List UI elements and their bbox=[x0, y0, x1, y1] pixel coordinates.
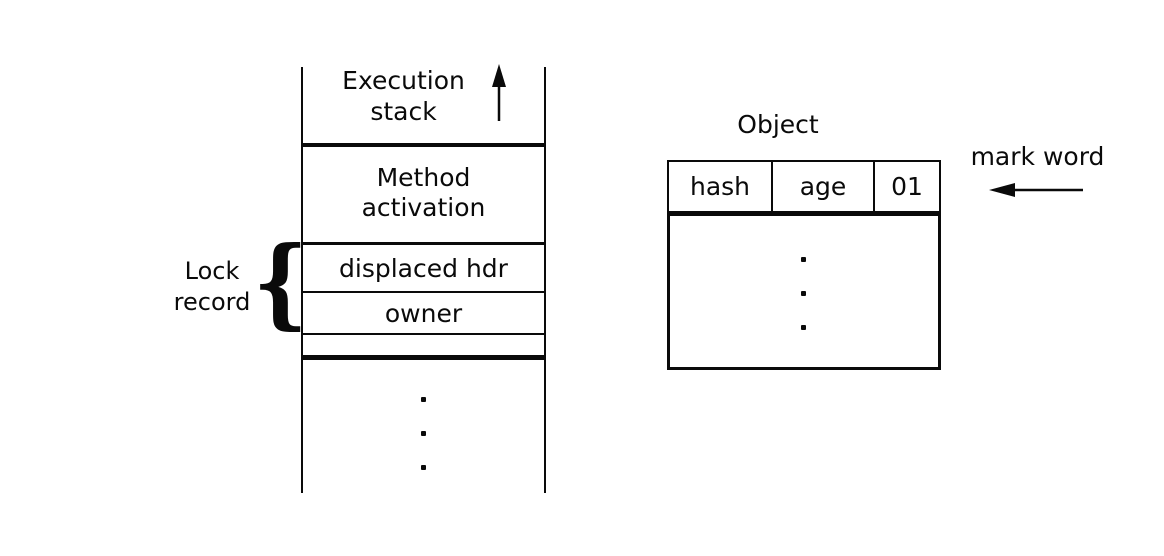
lock-record-brace: { bbox=[253, 225, 308, 339]
header-cell-tag-bits: 01 bbox=[891, 172, 923, 201]
execution-stack-label: Execution stack bbox=[303, 65, 544, 127]
method-activation-line2: activation bbox=[361, 193, 486, 222]
object-header-row: hash age 01 bbox=[667, 160, 941, 213]
stack-ellipsis-dot bbox=[420, 397, 426, 402]
stack-ellipsis-dot bbox=[420, 431, 426, 436]
object-ellipsis-dot bbox=[801, 325, 806, 330]
object-ellipsis-dot bbox=[801, 257, 806, 262]
object-body bbox=[667, 213, 941, 370]
displaced-hdr-row: displaced hdr bbox=[303, 246, 544, 291]
stack-frame-bottom-divider bbox=[303, 355, 544, 360]
row-divider bbox=[303, 291, 544, 293]
owner-label: owner bbox=[384, 298, 463, 328]
lock-record-label-line2: record bbox=[173, 288, 251, 316]
row-divider bbox=[303, 333, 544, 335]
displaced-hdr-label: displaced hdr bbox=[339, 253, 508, 283]
object-ellipsis-dot bbox=[801, 291, 806, 296]
row-divider bbox=[303, 242, 544, 245]
execution-stack: Execution stack Method activation displa… bbox=[301, 64, 546, 493]
method-activation-row: Method activation bbox=[303, 161, 544, 225]
owner-row: owner bbox=[303, 294, 544, 333]
object-title: Object bbox=[737, 110, 819, 139]
header-cell-age: age bbox=[773, 162, 875, 211]
stack-ellipsis-dot bbox=[420, 465, 426, 470]
execution-stack-label-line1: Execution bbox=[342, 66, 465, 95]
object-table: hash age 01 bbox=[667, 160, 941, 370]
header-cell-hash: hash bbox=[669, 162, 773, 211]
mark-word-left-arrow-icon bbox=[989, 183, 1083, 197]
stack-frame-top-divider bbox=[303, 143, 544, 147]
empty-slot-row bbox=[303, 335, 544, 355]
execution-stack-label-line2: stack bbox=[370, 97, 437, 126]
lock-record-label: Lock record bbox=[156, 256, 268, 318]
lock-record-label-line1: Lock bbox=[184, 257, 240, 285]
method-activation-line1: Method bbox=[376, 163, 471, 192]
stack-growth-up-arrow-icon bbox=[492, 64, 506, 121]
mark-word-label: mark word bbox=[970, 142, 1105, 171]
